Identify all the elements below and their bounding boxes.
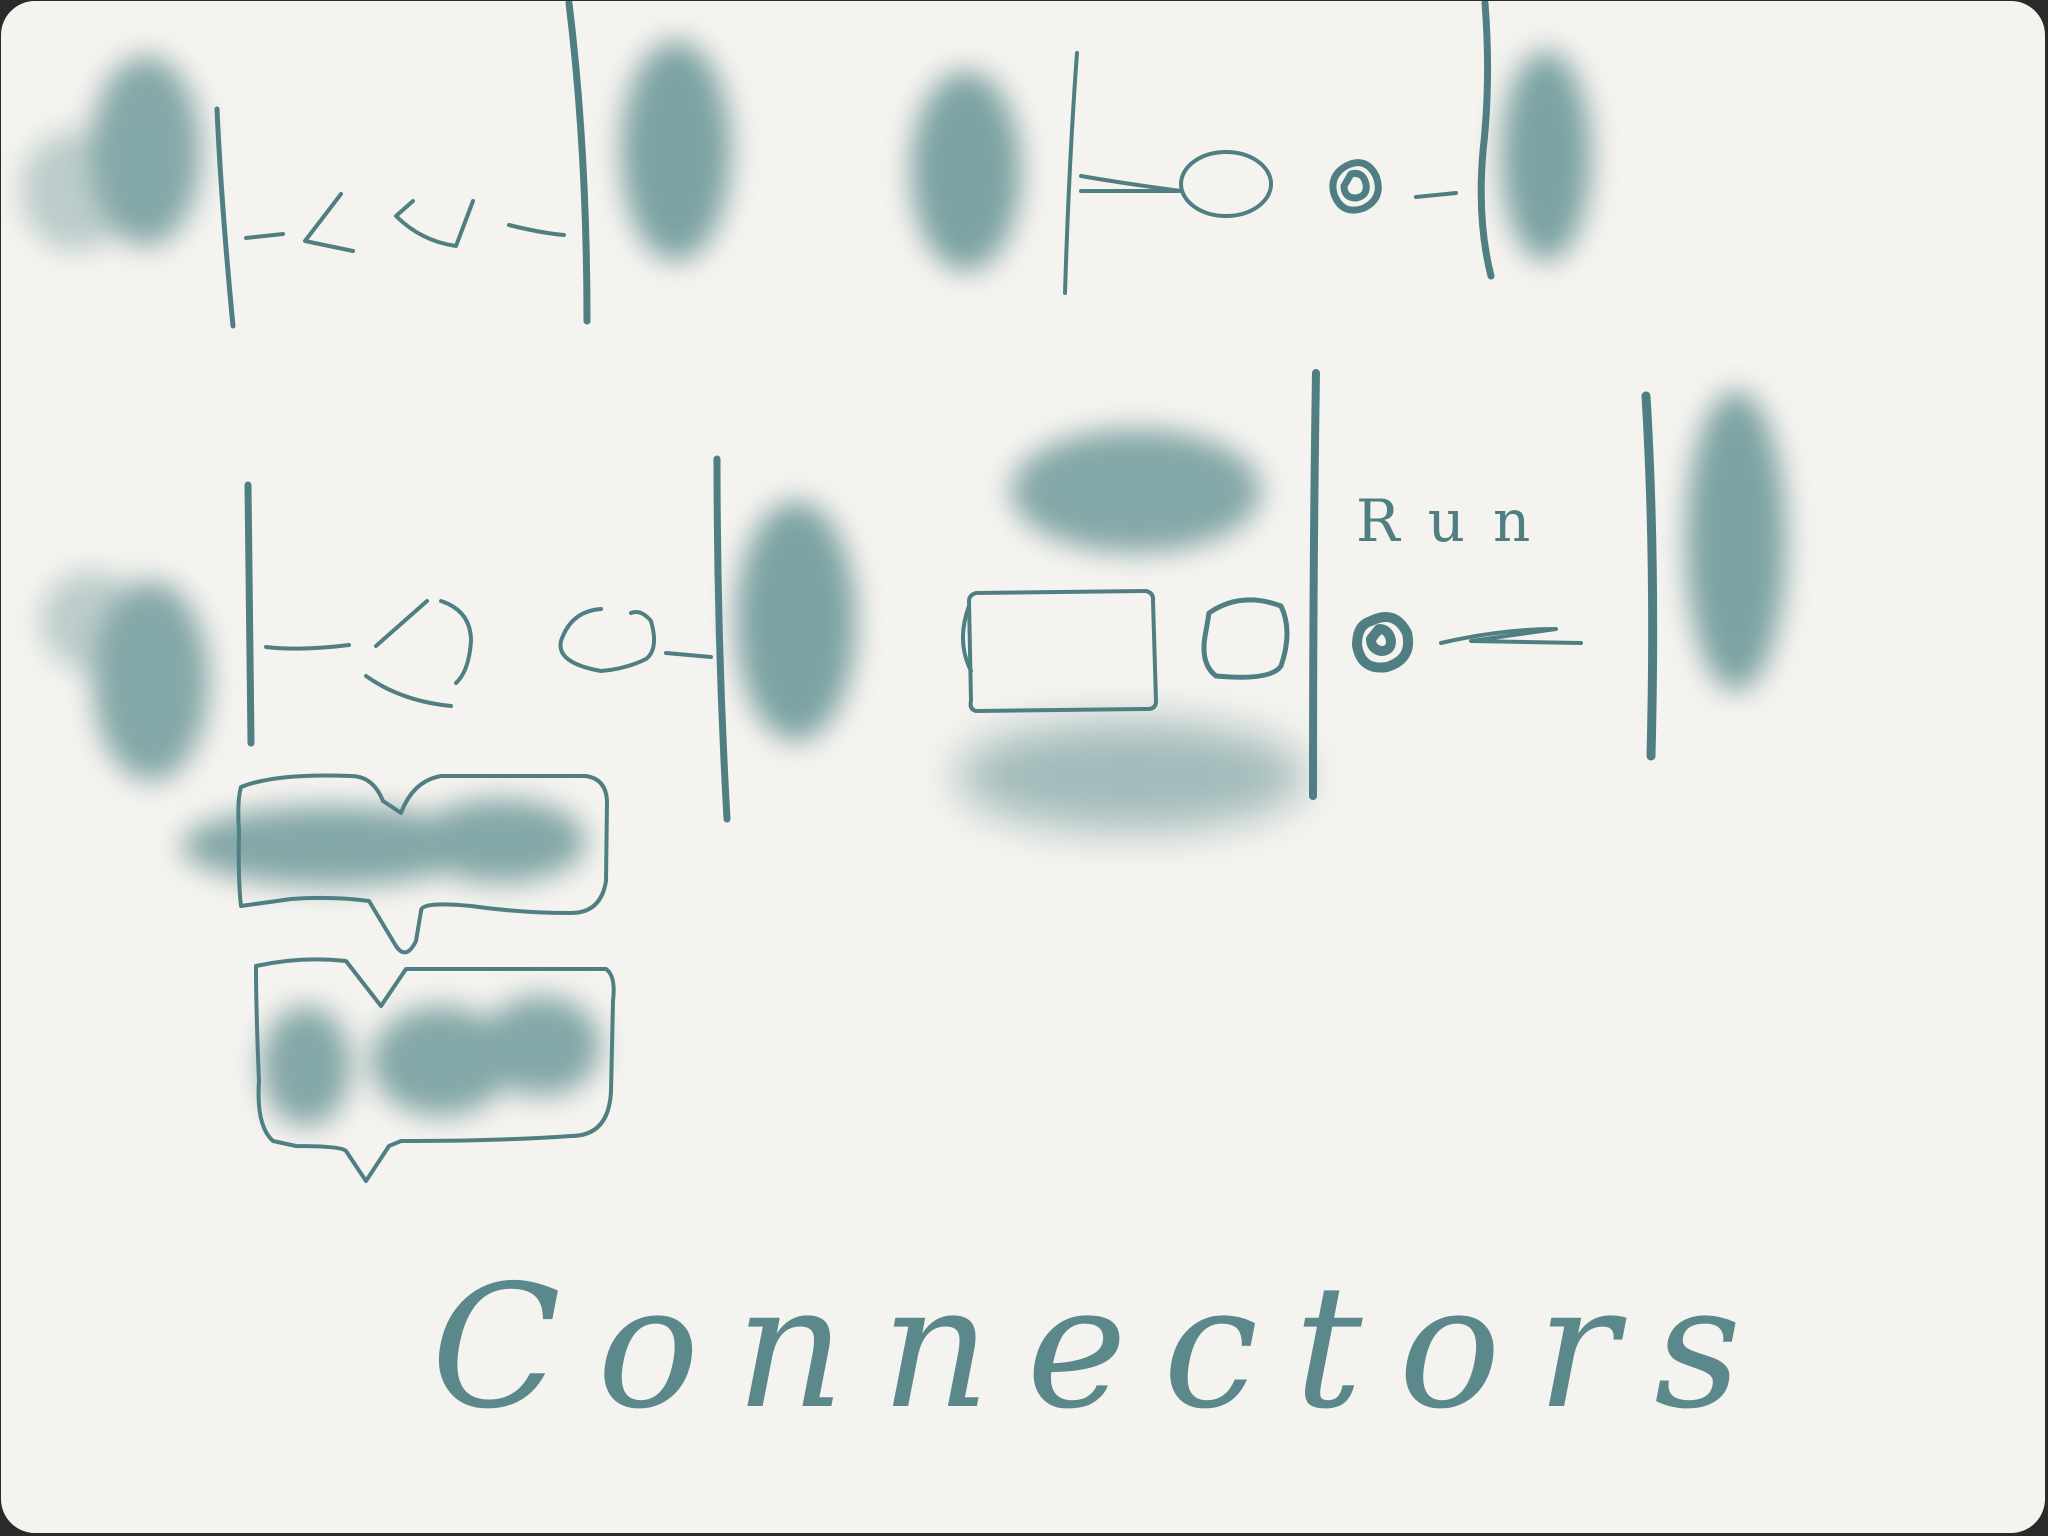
- sketch-title: Connectors: [431, 1249, 1777, 1447]
- connector-run-card-diagram: Run: [956, 369, 1786, 831]
- right-bar: [565, 1, 591, 325]
- loop-arrow-icon: [558, 607, 657, 673]
- dash-line: [507, 223, 566, 237]
- left-bar: [1063, 51, 1079, 295]
- connector-line: [1439, 627, 1583, 645]
- right-bar: [1477, 1, 1495, 280]
- bubble-bottom-wash: [261, 996, 601, 1126]
- circle-end-icon: [1179, 150, 1273, 218]
- left-bar: [1309, 369, 1320, 800]
- filled-dot-icon: [1352, 612, 1413, 673]
- loop-arrow-icon: [364, 599, 453, 708]
- right-cloud-blob: [1501, 51, 1591, 261]
- left-cloud-blob: [41, 571, 209, 781]
- connector-arrows-diagram: [21, 1, 731, 329]
- left-bar: [214, 106, 236, 329]
- loop-arrow-icon: [439, 599, 473, 685]
- bottom-cloud-blob: [956, 721, 1306, 831]
- dash-line: [244, 232, 285, 240]
- circle-end-icon: [1201, 597, 1290, 680]
- top-cloud-blob: [1011, 429, 1261, 553]
- bubble-top-wash: [181, 799, 586, 886]
- right-cloud-blob: [621, 41, 731, 261]
- dash-line: [264, 643, 351, 651]
- right-bar: [1641, 391, 1658, 761]
- connector-loop-arrows-diagram: [41, 455, 856, 823]
- connector-circle-dot-diagram: [911, 1, 1591, 295]
- right-cloud-blob: [736, 501, 856, 741]
- filled-dot-icon: [1329, 159, 1382, 214]
- open-arrow-icon: [303, 192, 355, 253]
- connector-line: [1079, 174, 1183, 193]
- left-bar: [244, 481, 255, 747]
- right-cloud-blob: [1686, 391, 1786, 691]
- right-bar: [713, 455, 731, 823]
- speech-bubbles-group: [181, 773, 616, 1183]
- open-arrow-icon: [394, 199, 475, 248]
- dash-line: [1414, 191, 1458, 199]
- left-cloud-blob: [911, 71, 1021, 271]
- run-label: Run: [1356, 487, 1558, 555]
- card-bracket: [960, 604, 973, 673]
- speech-bubble-icon: [254, 957, 616, 1183]
- dash-line: [664, 651, 713, 659]
- card-rectangle: [967, 589, 1158, 713]
- speech-bubble-icon: [236, 773, 609, 955]
- left-cloud-blob: [21, 56, 201, 251]
